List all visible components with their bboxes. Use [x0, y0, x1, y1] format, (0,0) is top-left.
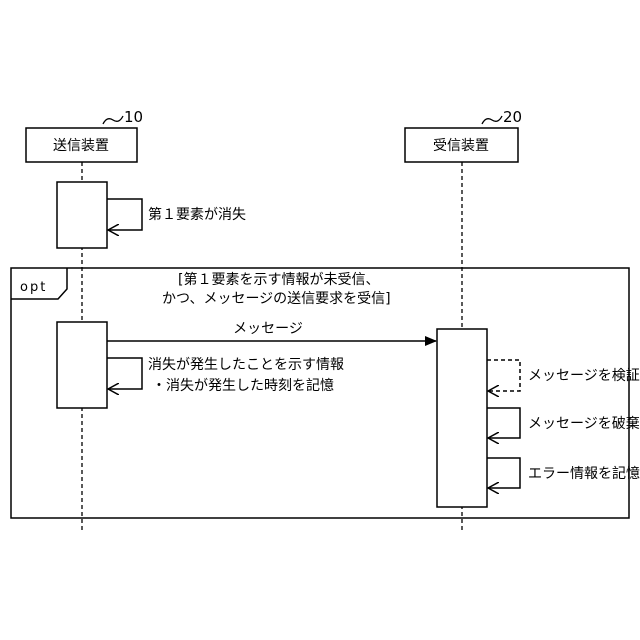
receiver-participant-label: 受信装置 [433, 138, 489, 154]
self-message-verify-label: メッセージを検証 [528, 368, 640, 384]
self-message-discard-arrow [487, 408, 520, 438]
opt-operator-label: opt [20, 280, 47, 295]
receiver-ref-number: 20 [503, 108, 522, 126]
self-message-discard-label: メッセージを破棄 [528, 416, 640, 432]
sender-ref-leader [103, 116, 123, 124]
self-message-record-label-2: ・消失が発生した時刻を記憶 [152, 377, 334, 394]
opt-guard-line1: [第１要素を示す情報が未受信、 [178, 271, 379, 288]
self-message-record-label-1: 消失が発生したことを示す情報 [148, 357, 344, 373]
sender-activation-1 [57, 182, 107, 248]
sender-activation-2 [57, 322, 107, 408]
sender-ref-number: 10 [124, 108, 143, 126]
receiver-activation [437, 329, 487, 507]
self-message-store-error-arrow [487, 458, 520, 488]
self-message-store-error-label: エラー情報を記憶 [528, 465, 640, 482]
self-message-lost-label: 第１要素が消失 [148, 206, 246, 223]
self-message-record-arrow [107, 358, 142, 389]
opt-guard-line2: かつ、メッセージの送信要求を受信] [162, 291, 391, 307]
self-message-lost-arrow [107, 199, 142, 230]
receiver-ref-leader [482, 116, 502, 124]
message-label: メッセージ [233, 321, 303, 337]
self-message-verify-arrow [487, 360, 520, 391]
sender-participant-label: 送信装置 [53, 138, 109, 154]
